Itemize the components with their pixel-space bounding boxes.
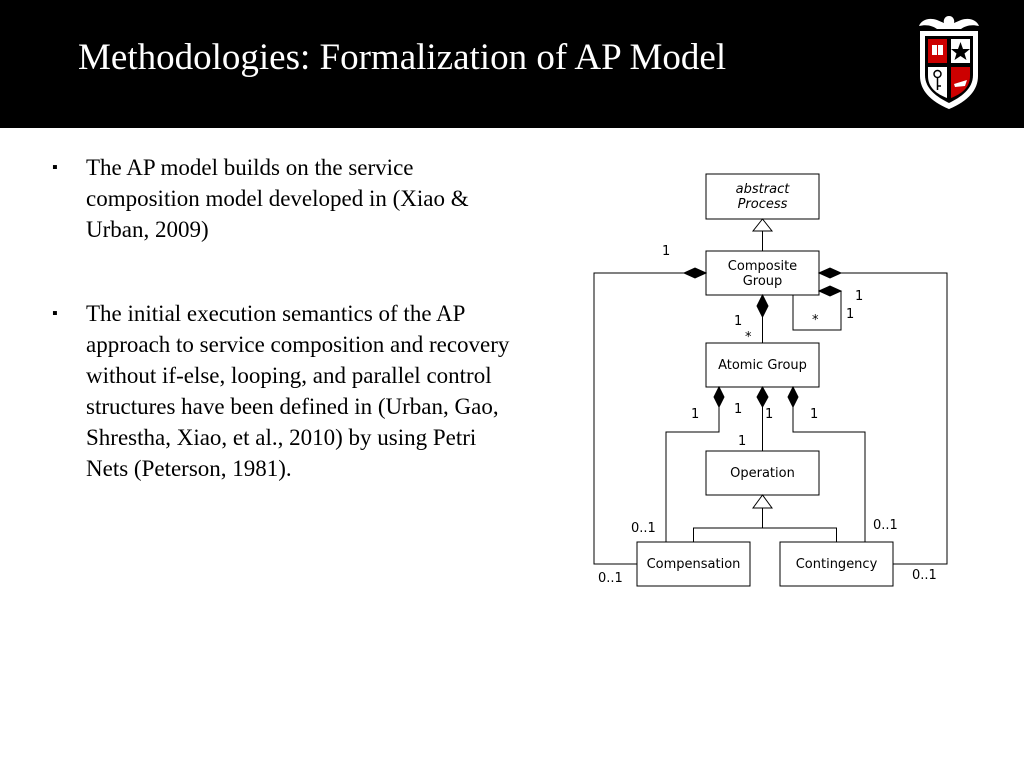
mult-atomic-mid-right: 1	[765, 407, 773, 422]
composite-group-box: Composite Group	[705, 250, 820, 296]
contingency-box: Contingency	[779, 541, 894, 587]
lamp-icon	[954, 80, 967, 87]
composition-diamond-self	[817, 285, 843, 297]
atomic-to-contingency-line	[792, 407, 866, 542]
mult-compensation-bottom: 0..1	[598, 571, 623, 586]
slide-title: Methodologies: Formalization of AP Model	[78, 37, 727, 78]
composition-diamond-atomic	[756, 293, 769, 319]
composite-to-compensation-line	[593, 272, 684, 565]
mult-atomic-right: 1	[810, 407, 818, 422]
atomic-group-box: Atomic Group	[705, 342, 820, 388]
abstract-process-line-2: Process	[738, 197, 788, 212]
abstract-process-box: abstract Process	[705, 173, 820, 220]
operation-label: Operation	[730, 466, 795, 481]
compensation-label: Compensation	[647, 557, 741, 572]
mult-self-many: *	[812, 313, 819, 328]
compensation-box: Compensation	[636, 541, 751, 587]
mult-composite-left: 1	[662, 244, 670, 259]
contingency-label: Contingency	[796, 557, 878, 572]
bullet-item-2: ▪ The initial execution semantics of the…	[52, 298, 522, 484]
bullet-text: The initial execution semantics of the A…	[86, 301, 510, 481]
mult-contingency-top: 0..1	[873, 518, 898, 533]
mult-composite-atomic-many: *	[745, 330, 752, 345]
composition-diamond-right	[817, 267, 843, 279]
composite-self-reference-line	[792, 291, 842, 331]
bullet-marker: ▪	[52, 305, 58, 322]
mult-contingency-bottom: 0..1	[912, 568, 937, 583]
composition-diamond-atomic-1	[713, 385, 725, 409]
bullet-marker: ▪	[52, 159, 58, 176]
composite-group-line-2: Group	[743, 274, 783, 289]
mult-compensation-top: 0..1	[631, 521, 656, 536]
bullet-item-1: ▪ The AP model builds on the service com…	[52, 152, 522, 245]
composition-diamond-left	[682, 267, 708, 279]
mult-operation-top: 1	[738, 434, 746, 449]
composition-diamond-atomic-2	[756, 385, 769, 409]
uml-class-diagram: abstract Process Composite Group Atomic …	[593, 173, 948, 587]
star-icon	[951, 42, 970, 60]
composition-diamond-atomic-3	[787, 385, 799, 409]
mult-composite-atomic-one: 1	[734, 314, 742, 329]
university-shield-logo	[919, 16, 979, 110]
inheritance-arrow-operation	[752, 494, 773, 509]
mult-atomic-mid-left: 1	[734, 402, 742, 417]
mult-composite-right: 1	[855, 289, 863, 304]
composite-to-contingency-line	[841, 272, 948, 565]
atomic-to-compensation-line	[665, 407, 720, 542]
mult-atomic-left: 1	[691, 407, 699, 422]
abstract-process-line-1: abstract	[736, 182, 791, 197]
atomic-group-label: Atomic Group	[718, 358, 807, 373]
operation-box: Operation	[705, 450, 820, 496]
eagle-crest-icon	[919, 16, 979, 29]
mult-self-one: 1	[846, 307, 854, 322]
inheritance-branch	[693, 527, 837, 542]
composite-group-line-1: Composite	[728, 259, 797, 274]
inheritance-arrow-process	[751, 218, 774, 232]
bullet-text: The AP model builds on the service compo…	[86, 155, 469, 242]
slide-header: Methodologies: Formalization of AP Model	[0, 0, 1024, 128]
